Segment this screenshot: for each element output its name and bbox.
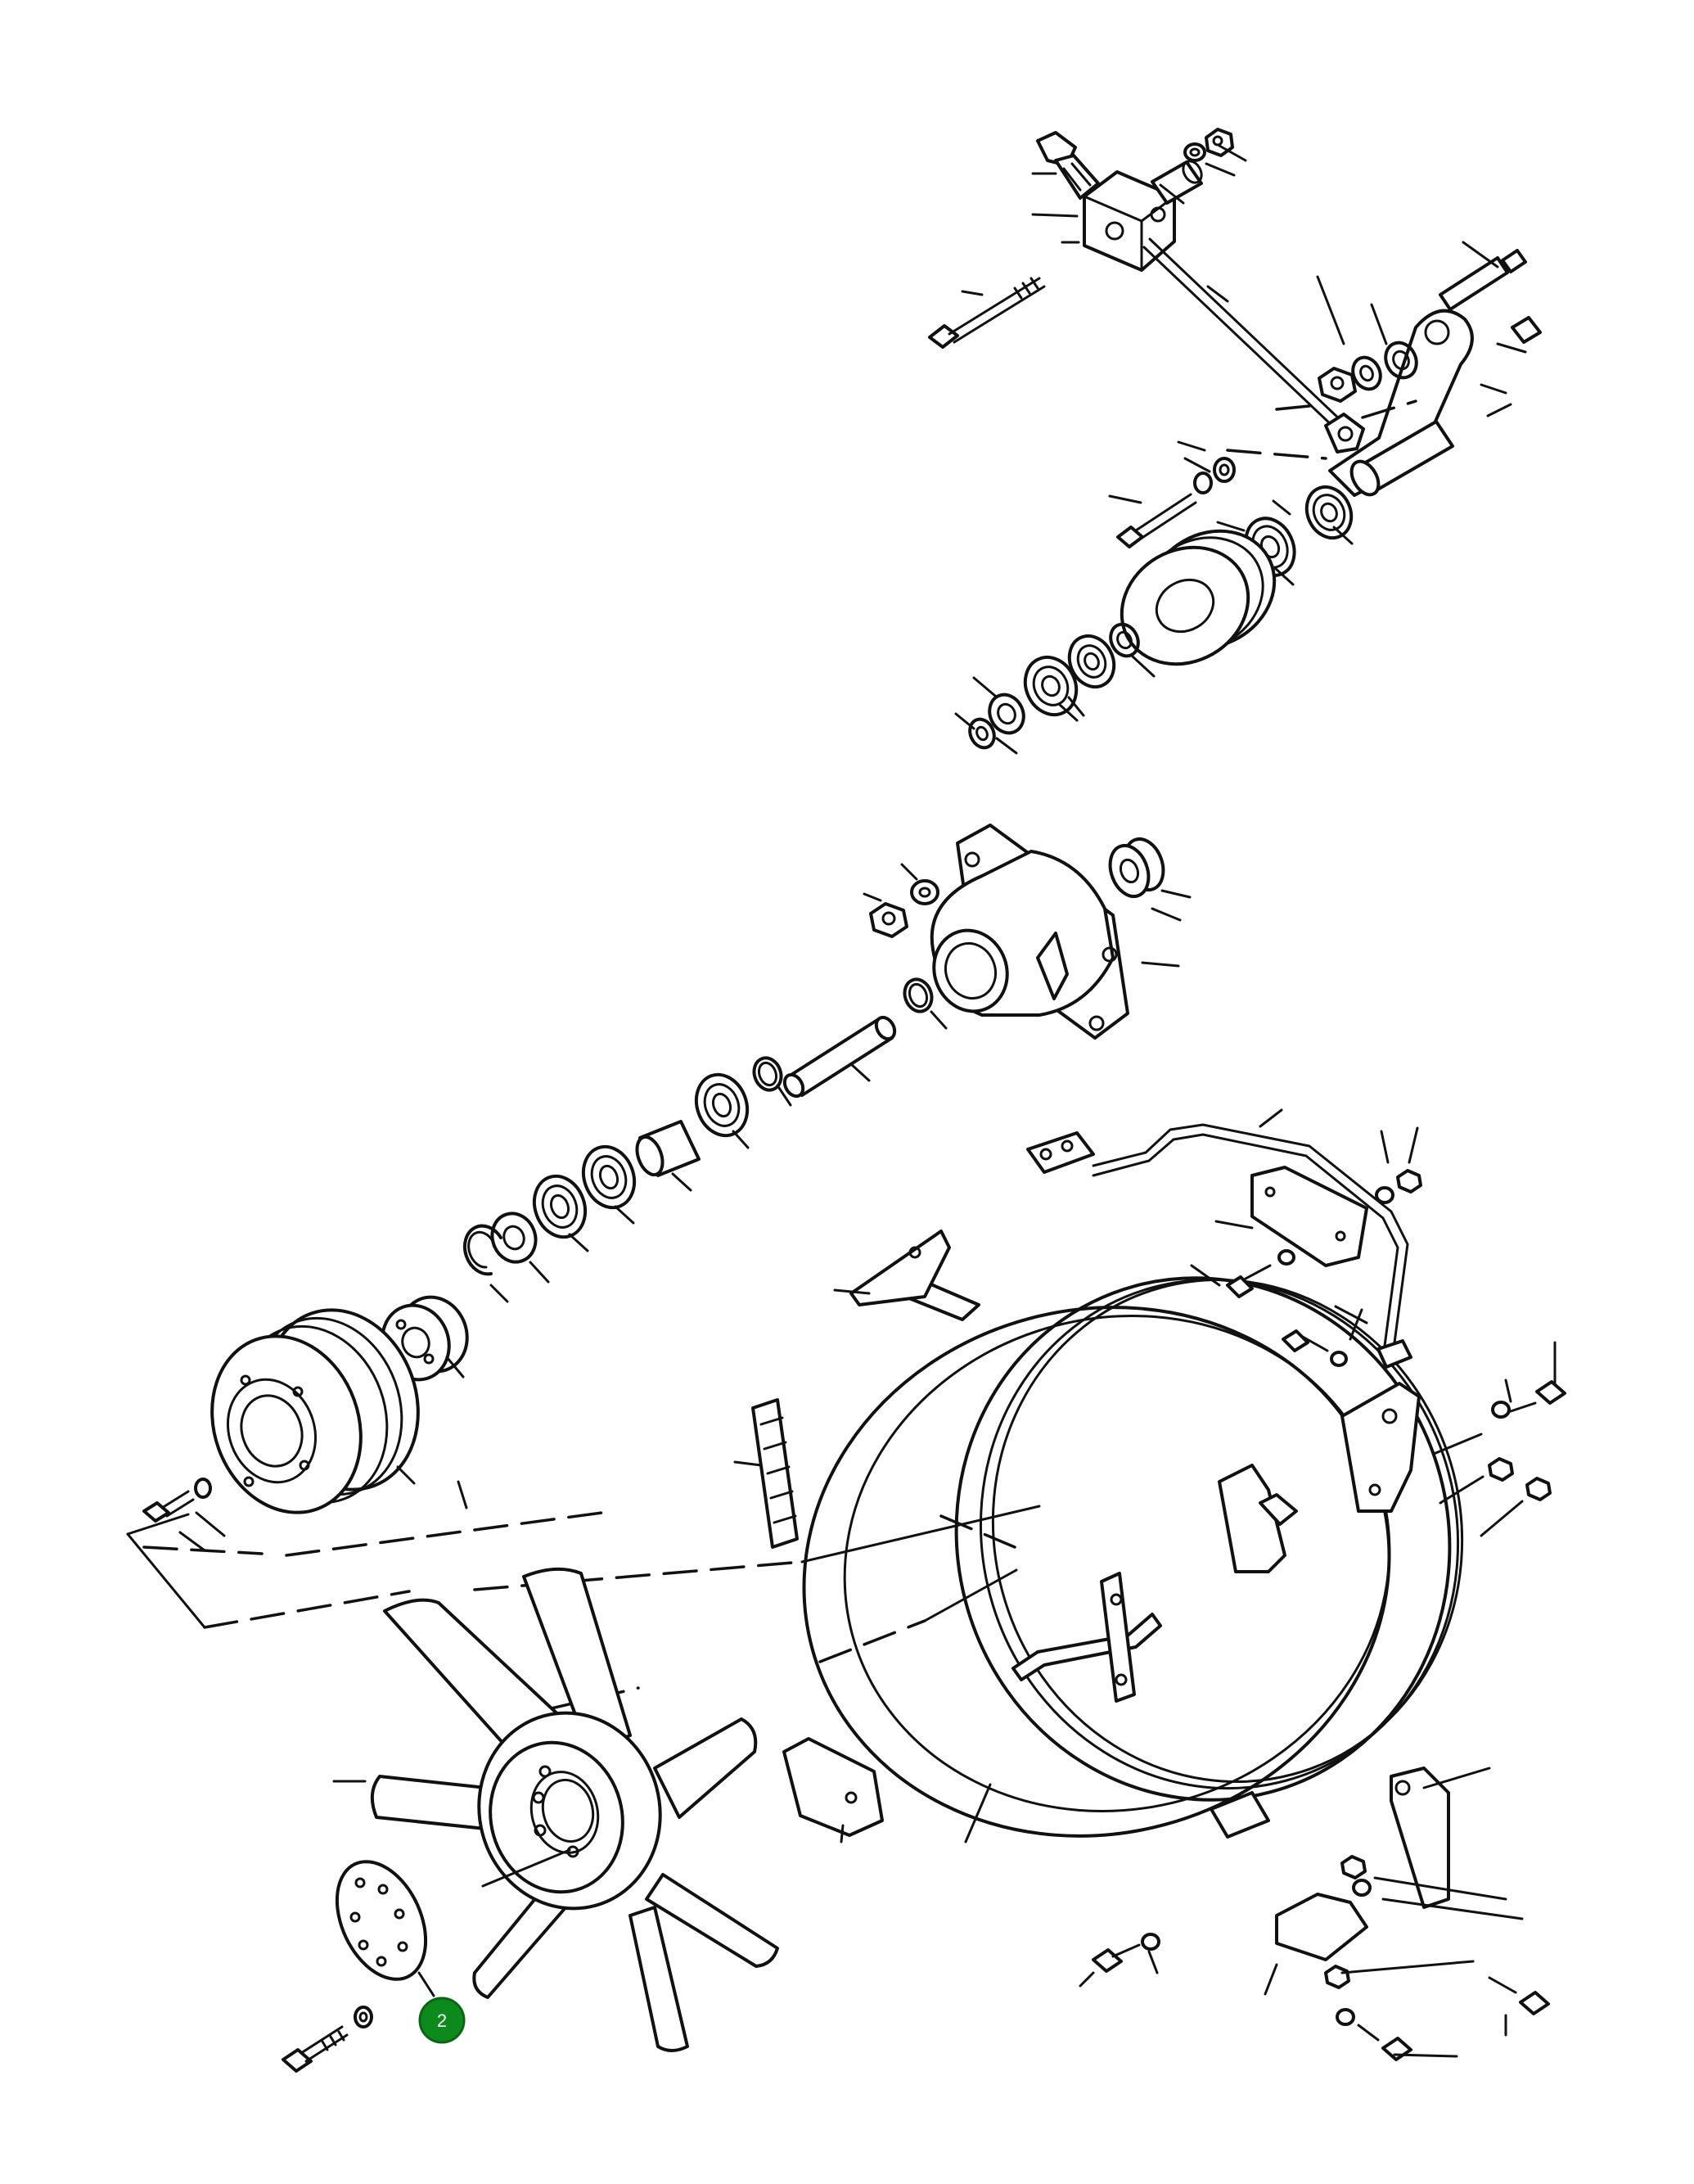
right-washer-1: [1375, 1186, 1394, 1204]
shaft-ring: [752, 1056, 783, 1092]
shaft-flat-washer: [490, 1212, 538, 1264]
link-rod: [1142, 237, 1365, 453]
lower-washer-1: [1336, 2008, 1355, 2026]
washer-lower-3: [968, 717, 996, 750]
right-nut-3: [1525, 1477, 1552, 1501]
callout-badge-circle: [418, 1997, 466, 2044]
clevis-block: [1083, 170, 1176, 272]
idler-pulley: [1120, 529, 1277, 666]
cover-bolt: [282, 2025, 349, 2073]
shaft-bearing-2: [581, 1144, 637, 1210]
hub-cover-plate: [335, 1860, 435, 1997]
leaders-top: [954, 144, 1527, 755]
arm-washer-2: [1384, 341, 1418, 380]
right-nut-2: [1488, 1457, 1514, 1482]
right-washer-2: [1491, 1401, 1511, 1419]
pulley-bolt: [1116, 493, 1197, 548]
bearing-housing: [930, 824, 1129, 1040]
shaft-assembly: [142, 824, 1192, 1552]
housing-washer: [910, 879, 939, 905]
pulley-set-washer: [194, 1478, 212, 1499]
housing-seal: [1108, 837, 1165, 898]
cover-washer: [354, 2006, 373, 2028]
callout-badge-2[interactable]: 2: [418, 1997, 466, 2044]
lower-nut-1: [1324, 1965, 1350, 1989]
callout-badge-label: 2: [437, 2010, 447, 2031]
small-sleeve: [1511, 316, 1542, 344]
shaft-pin-right: [1439, 249, 1527, 311]
pulley-set-bolt: [142, 1490, 195, 1523]
shaft-snap-ring: [903, 977, 934, 1013]
right-nut-1: [1396, 1169, 1422, 1194]
shaft-circlip: [463, 1224, 502, 1276]
arm-nut: [1318, 367, 1357, 403]
bearing-lower-1: [1067, 634, 1116, 689]
leaders-right: [733, 1108, 1557, 2058]
rubber-strip: [751, 1398, 799, 1549]
cooling-fan: [332, 1567, 779, 2052]
shaft-bearing-1: [694, 1072, 750, 1138]
right-bolt-3: [1509, 1380, 1566, 1413]
long-bolt: [928, 277, 1046, 349]
washer-lower-1: [1109, 622, 1140, 658]
pulley-washer-b: [1213, 457, 1236, 483]
drive-pulley: [210, 1308, 420, 1514]
shaft-spacer: [635, 1120, 701, 1177]
shroud-clip: [782, 1737, 884, 1837]
lower-bolt-2: [1488, 1976, 1550, 2015]
right-bolt-2: [1282, 1329, 1348, 1367]
top-washer: [1183, 142, 1206, 162]
clevis-pin: [1151, 160, 1203, 205]
fan-shroud: [126, 1276, 1464, 1839]
support-rod-assembly: [733, 1108, 1566, 2061]
drive-shaft: [782, 1015, 897, 1099]
bearing-lower-2: [1023, 655, 1079, 717]
right-bolt-1: [1226, 1249, 1295, 1298]
lower-bolt-1: [1092, 1933, 1160, 1973]
housing-nut: [869, 902, 908, 938]
bellcrank-arm: [1328, 309, 1474, 497]
right-nut-4: [1340, 1855, 1367, 1879]
washer-lower-2: [988, 693, 1025, 735]
linkage-assembly: [928, 128, 1542, 755]
swivel-bolt: [1036, 131, 1100, 200]
right-washer-3: [1352, 1879, 1372, 1897]
leaders-middle: [178, 863, 1192, 1552]
arm-washer-1: [1351, 355, 1382, 391]
pulley-washer-a: [1193, 472, 1213, 494]
